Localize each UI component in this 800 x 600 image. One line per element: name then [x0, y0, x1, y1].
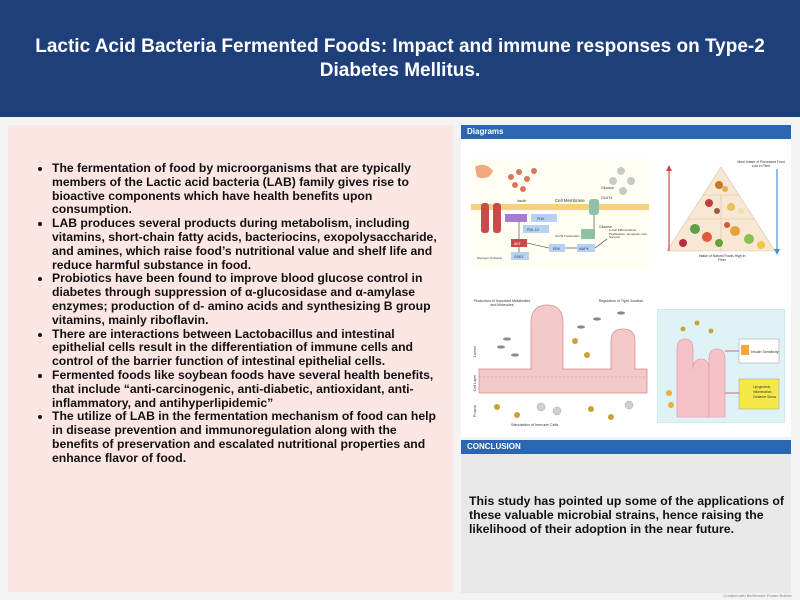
label-mapk: MAPK [579, 247, 590, 251]
intestinal-epithelium-diagram: Production of Important Metabolites and … [471, 297, 649, 429]
bullet-item: The utilize of LAB in the fermentation m… [52, 409, 439, 465]
label-pi3k: PI3K [537, 217, 545, 221]
label-villi-effects: Lipogenesis, Inflammation, Oxidative Str… [753, 385, 777, 399]
label-tight-junction: Regulation of Tight Junction [598, 299, 644, 303]
label-erk: ERK [553, 247, 561, 251]
conclusion-text: This study has pointed up some of the ap… [469, 494, 784, 536]
label-pyramid-top: More Intake of Processed Food Low in Fib… [737, 160, 785, 168]
bullet-item: Fermented foods like soybean foods have … [52, 368, 439, 410]
label-pdk: PDK-1/2 [527, 228, 539, 232]
label-glycogen: Glycogen Synthesis [477, 256, 502, 260]
bullet-item: LAB produces several products during met… [52, 216, 439, 272]
label-gsk3: GSK3 [514, 255, 523, 259]
bullet-item: There are interactions between Lactobaci… [52, 327, 439, 369]
main-text-panel: The fermentation of food by microorganis… [8, 125, 453, 592]
conclusion-heading: CONCLUSION [461, 440, 791, 454]
label-outcomes: β-Cell Differentiation, Proliferation, A… [609, 229, 647, 240]
label-glucose-mid: Glucose [599, 225, 612, 229]
bullet-item: Probiotics have been found to improve bl… [52, 271, 439, 327]
label-insulin-sensitivity: Insulin Sensitivity [751, 350, 779, 354]
diagrams-area: Insulin Cell Membrane Glucose GLUT4 PI3K… [461, 139, 791, 437]
footer-credit: Created with BioRender Poster Builder [723, 593, 792, 598]
villi-effects-diagram: Insulin Sensitivity Lipogenesis, Inflamm… [657, 309, 785, 423]
label-lumen: Lumen [473, 346, 477, 357]
label-cell-layer: Cell Layer [473, 374, 477, 391]
insulin-pathway-diagram: Insulin Cell Membrane Glucose GLUT4 PI3K… [471, 159, 649, 269]
conclusion-panel: This study has pointed up some of the ap… [461, 454, 791, 593]
poster-title: Lactic Acid Bacteria Fermented Foods: Im… [35, 35, 765, 81]
label-pyramid-bottom: Intake of Natural Foods High in Fiber [698, 254, 746, 262]
poster-header: Lactic Acid Bacteria Fermented Foods: Im… [0, 0, 800, 117]
label-immune-cells: Stimulation of Immune Cells [511, 423, 558, 427]
food-pyramid-diagram: More Intake of Processed Food Low in Fib… [659, 159, 787, 269]
label-glut4: GLUT4 [601, 196, 612, 200]
diagrams-heading: Diagrams [461, 125, 791, 139]
bullet-item: The fermentation of food by microorganis… [52, 161, 439, 217]
label-propria: Propria [473, 405, 477, 417]
label-cell-membrane: Cell Membrane [555, 198, 585, 203]
bullet-list: The fermentation of food by microorganis… [8, 161, 439, 466]
label-glucose-top: Glucose [601, 186, 614, 190]
label-insulin: Insulin [517, 199, 526, 203]
label-akt: AKT [514, 242, 522, 246]
label-glut4-translocation: GLUT4 Translocation [555, 234, 580, 238]
label-metabolites: Production of Important Metabolites and … [473, 299, 531, 308]
